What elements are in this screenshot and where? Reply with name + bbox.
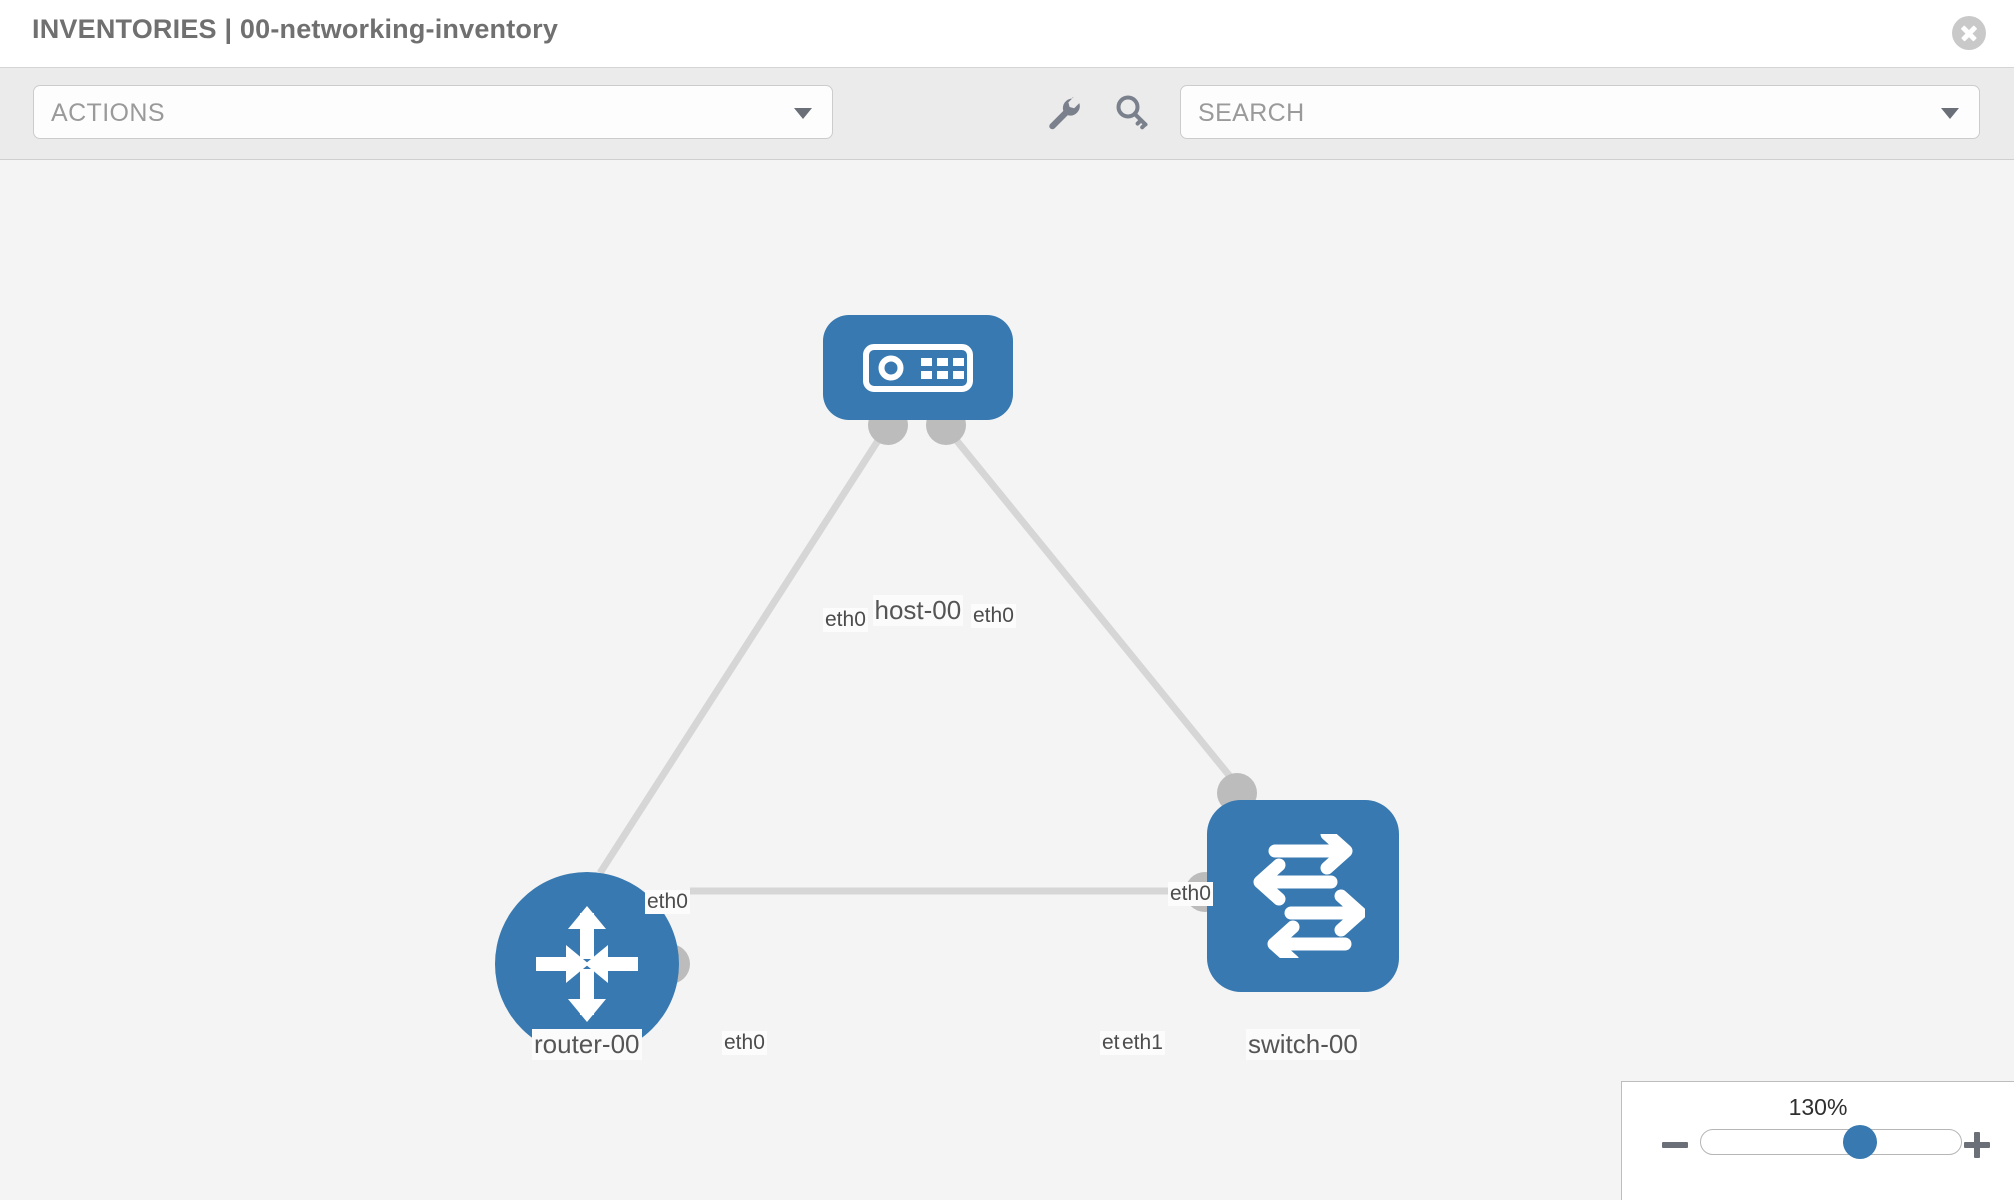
node-label-switch-00: switch-00: [1246, 1029, 1360, 1060]
topology-node-router-00[interactable]: [495, 872, 690, 1056]
zoom-slider[interactable]: [1700, 1124, 1962, 1159]
host-node-body: [823, 315, 1013, 420]
close-icon[interactable]: [1952, 16, 1986, 50]
wrench-icon[interactable]: [1043, 92, 1083, 132]
page-title: INVENTORIES | 00-networking-inventory: [32, 14, 559, 44]
minus-icon: [1662, 1142, 1688, 1148]
edge-label-switch-uplink: eth0: [1168, 882, 1213, 906]
zoom-slider-thumb[interactable]: [1842, 1124, 1877, 1159]
topology-node-switch-00[interactable]: [1185, 773, 1399, 992]
topology-node-host-00[interactable]: [823, 315, 1013, 445]
zoom-level-value: 130%: [1788, 1094, 1848, 1120]
switch-node-body: [1207, 800, 1399, 992]
link-host-router: [597, 423, 891, 875]
zoom-out-button[interactable]: [1660, 1130, 1690, 1160]
link-host-switch: [941, 422, 1240, 788]
four-arrows-inward-icon: [536, 906, 638, 1022]
topology-links: [597, 422, 1240, 895]
edge-label-switch-eth1: eth1: [1120, 1031, 1165, 1055]
edge-label-host-right: eth0: [971, 604, 1016, 628]
chevron-down-icon: [1941, 108, 1959, 119]
actions-dropdown[interactable]: ACTIONS: [33, 85, 833, 139]
node-label-host-00: host-00: [872, 595, 964, 626]
bidirectional-arrows-icon: [1253, 834, 1365, 958]
plus-icon-vertical: [1974, 1132, 1980, 1158]
edge-label-router-eth0: eth0: [722, 1031, 767, 1055]
key-icon[interactable]: [1112, 92, 1152, 132]
node-label-router-00: router-00: [532, 1029, 642, 1060]
window-titlebar: INVENTORIES | 00-networking-inventory: [0, 0, 2014, 68]
search-input[interactable]: SEARCH: [1180, 85, 1980, 139]
edge-label-host-left: eth0: [823, 608, 868, 632]
edge-label-router-uplink: eth0: [645, 890, 690, 914]
toolbar: ACTIONS SEARCH: [0, 68, 2014, 160]
search-placeholder: SEARCH: [1198, 99, 1305, 127]
actions-dropdown-label: ACTIONS: [51, 99, 165, 127]
zoom-in-button[interactable]: [1962, 1130, 1992, 1160]
zoom-control-panel: 130%: [1621, 1081, 2014, 1200]
topology-canvas[interactable]: host-00: [0, 160, 2014, 1200]
server-device-icon: [863, 344, 973, 392]
chevron-down-icon: [794, 108, 812, 119]
